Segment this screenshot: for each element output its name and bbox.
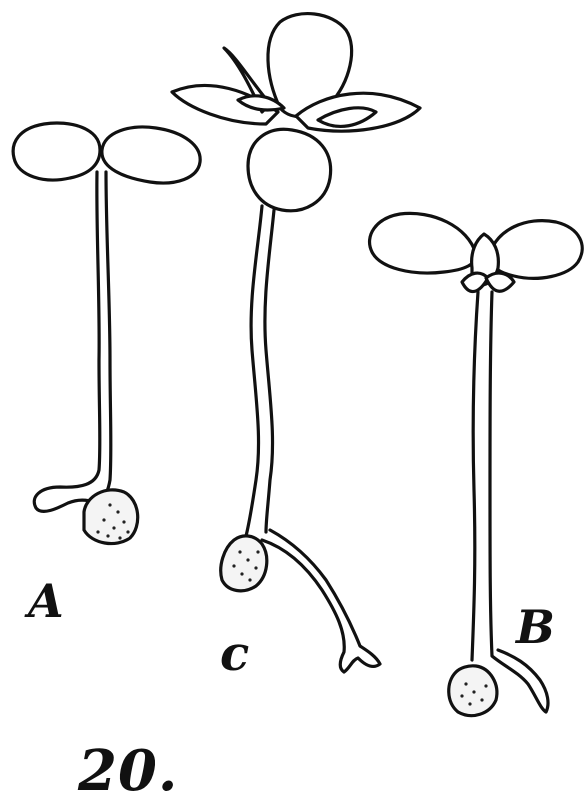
seedling-a [13, 123, 200, 544]
seedling-c-seed [221, 536, 267, 591]
seedling-b-leaf-left [370, 213, 477, 273]
seedling-label-c: C [220, 626, 249, 682]
seedling-a-leaf-left [13, 123, 100, 180]
seedling-c-stem [246, 206, 262, 536]
seedling-a-stem [34, 172, 100, 511]
seedling-b-seed [449, 666, 497, 716]
seedling-label-a: A [28, 574, 64, 628]
seedling-c [172, 14, 420, 672]
seedling-b-stem [472, 292, 478, 660]
seedling-a-seed [84, 490, 138, 544]
seedling-c-cotyledon [248, 129, 331, 210]
seedling-label-b: B [516, 600, 555, 654]
seedling-a-leaf-right [102, 127, 200, 183]
figure-number: 20. [78, 738, 178, 804]
seedling-b-leaf-right [490, 221, 583, 279]
